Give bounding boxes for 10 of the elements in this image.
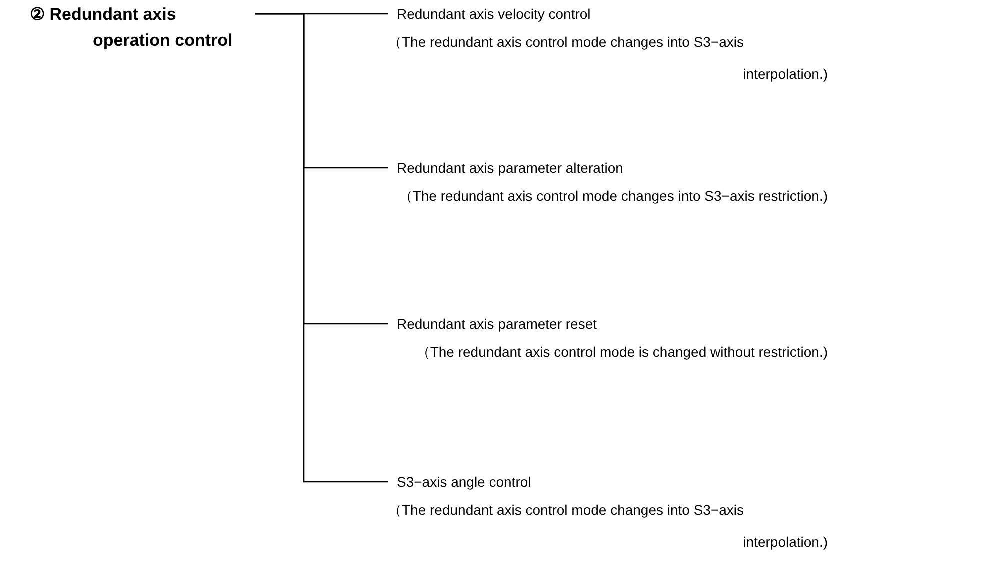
item-heading: Redundant axis parameter reset: [396, 315, 597, 334]
item-description: （The redundant axis control mode changes into S3−axis interpolation.): [388, 501, 828, 552]
item-heading: S3−axis angle control: [396, 473, 532, 492]
item-description: （The redundant axis control mode changes into S3−axis interpolation.): [388, 33, 828, 84]
connector-line: [255, 13, 388, 483]
branch-title: ② Redundant axis operation control: [30, 4, 234, 52]
item-description: （The redundant axis control mode changes into S3−axis restriction.): [398, 187, 828, 206]
item-description: （The redundant axis control mode is changed without restriction.): [415, 343, 828, 362]
item-heading: Redundant axis velocity control: [396, 5, 591, 24]
item-heading: Redundant axis parameter alteration: [396, 159, 624, 178]
